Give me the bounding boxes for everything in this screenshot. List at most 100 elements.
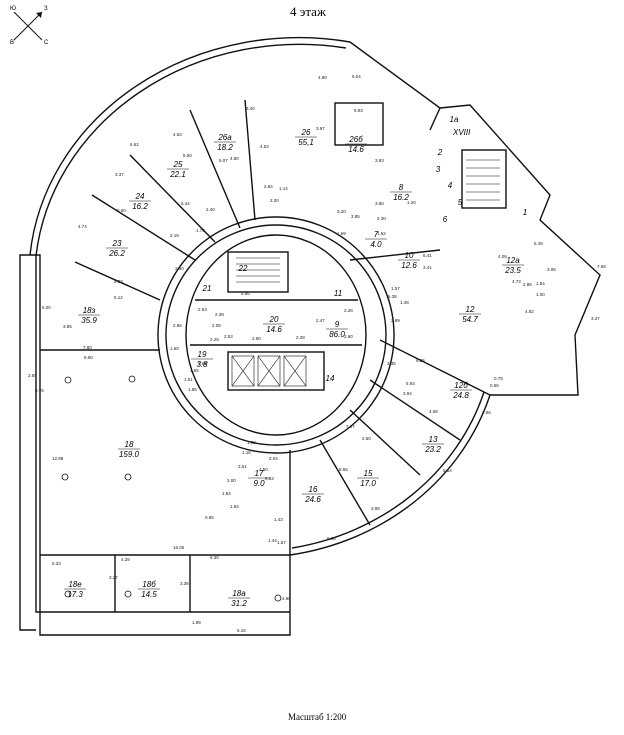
dimension-label: 2.86 — [173, 323, 182, 328]
room-number: 15 — [364, 469, 373, 478]
room-area: 9.0 — [253, 479, 265, 488]
room-area: 3.8 — [196, 360, 208, 369]
room-number: 7 — [374, 230, 379, 239]
top-right-wall — [349, 41, 441, 131]
dimension-label: 1.60 — [170, 346, 179, 351]
room-area: 4.0 — [370, 240, 382, 249]
outer-arc-wall — [29, 36, 351, 256]
room-number: 9 — [335, 320, 340, 329]
dimension-label: 3.93 — [375, 158, 384, 163]
room-number: 5 — [458, 198, 463, 207]
compass-west: В — [10, 40, 15, 46]
dimension-label: 4.98 — [282, 596, 291, 601]
dimension-label: 4.08 — [498, 254, 507, 259]
outer-arc-wall-inner — [35, 43, 347, 257]
lower-block-wall — [19, 254, 291, 636]
partition-wall — [74, 261, 161, 301]
dimension-label: 6.83 — [265, 476, 274, 481]
core-room-22 — [227, 251, 289, 293]
room-number: 21 — [202, 284, 212, 293]
dimension-label: 2.28 — [210, 337, 219, 342]
stair-block-wall — [439, 104, 601, 396]
room-area: 14.6 — [348, 145, 364, 154]
core-inner-ring — [165, 224, 387, 446]
room-area: 17.0 — [360, 479, 376, 488]
dimension-label: 4.63 — [173, 132, 182, 137]
partition-wall — [244, 99, 256, 221]
dimension-label: 5.03 — [114, 279, 123, 284]
dimension-label: 6.41 — [423, 253, 432, 258]
scale-label: Масштаб 1:200 — [288, 712, 347, 722]
compass-east: З — [44, 6, 48, 12]
dimension-label: 2.28 — [344, 308, 353, 313]
room-area: 14.5 — [141, 590, 157, 599]
room-number: 13 — [429, 435, 438, 444]
room-area: 16.2 — [393, 193, 409, 202]
dimension-label: 4.08 — [429, 409, 438, 414]
room-area: 54.7 — [462, 315, 478, 324]
dimension-label: 1.00 — [536, 292, 545, 297]
room-number: 18е — [68, 580, 82, 589]
stair-treads — [236, 159, 500, 283]
dimension-label: 1.70 — [196, 228, 205, 233]
dimension-label: 2.86 — [523, 282, 532, 287]
dimension-label: 5.38 — [388, 294, 397, 299]
dimension-label: 12.88 — [52, 456, 64, 461]
dimension-label: 2.00 — [227, 478, 236, 483]
dimension-label: 1.44 — [268, 538, 277, 543]
room-number: 3 — [436, 165, 441, 174]
room-area: 55,1 — [298, 138, 314, 147]
dimension-label: 4.74 — [78, 224, 87, 229]
room-number: 25 — [173, 160, 183, 169]
dimension-label: 1.85 — [188, 387, 197, 392]
partition-wall — [129, 154, 216, 243]
room-area: 16.2 — [132, 202, 148, 211]
dimension-label: 1.84 — [222, 491, 231, 496]
dimension-label: 7.58 — [597, 264, 606, 269]
compass-north: Ю — [10, 6, 17, 12]
room-area: 22.1 — [169, 170, 186, 179]
dimension-label: 0.78 — [494, 376, 503, 381]
lower-right-arc-inner — [291, 391, 485, 549]
dimension-label: 6.62 — [130, 142, 139, 147]
room-area: 35.9 — [81, 316, 97, 325]
dimension-label: 5.93 — [406, 381, 415, 386]
room-number: 18з — [83, 306, 96, 315]
dimension-label: 2.47 — [316, 318, 325, 323]
dimension-label: 1.16 — [242, 450, 251, 455]
dimension-label: 3.36 — [180, 581, 189, 586]
partition-wall — [189, 109, 241, 229]
dimension-label: 1.51 — [184, 377, 193, 382]
dimension-label: 1.52 — [377, 231, 386, 236]
partition-wall — [91, 194, 196, 261]
dimension-label: 1.54 — [536, 281, 545, 286]
dimension-label: 6.60 — [117, 208, 126, 213]
dimension-label: 2.04 — [269, 456, 278, 461]
room-number: 12 — [466, 305, 475, 314]
left-outer-wall — [35, 255, 290, 613]
partition-wall — [349, 249, 441, 261]
dimension-label: 7.07 — [346, 424, 355, 429]
room-number: 14 — [326, 374, 335, 383]
dimension-label: 4.28 — [121, 557, 130, 562]
room-area: 86.0 — [329, 330, 345, 339]
dimension-label: 3.85 — [351, 214, 360, 219]
room-number: 18а — [232, 589, 246, 598]
dimension-label: 4.53 — [260, 144, 269, 149]
dimension-label: 16.05 — [173, 545, 185, 550]
partition-wall — [319, 439, 371, 526]
dimension-label: 8.60 — [84, 355, 93, 360]
room-area: 12.6 — [401, 261, 417, 270]
room-number: 16 — [309, 485, 318, 494]
core-outer-ring — [157, 216, 395, 454]
dimension-label: 2.30 — [377, 216, 386, 221]
dimension-label: 5.44 — [181, 201, 190, 206]
dimension-label: 1.48 — [400, 300, 409, 305]
dimension-label: 5.07 — [219, 158, 228, 163]
dimension-label: 3.85 — [63, 324, 72, 329]
room-number: 17 — [255, 469, 264, 478]
dimension-label: 3.37 — [115, 172, 124, 177]
dimension-label: 5.12 — [114, 295, 123, 300]
room-area: 26.2 — [108, 249, 125, 258]
